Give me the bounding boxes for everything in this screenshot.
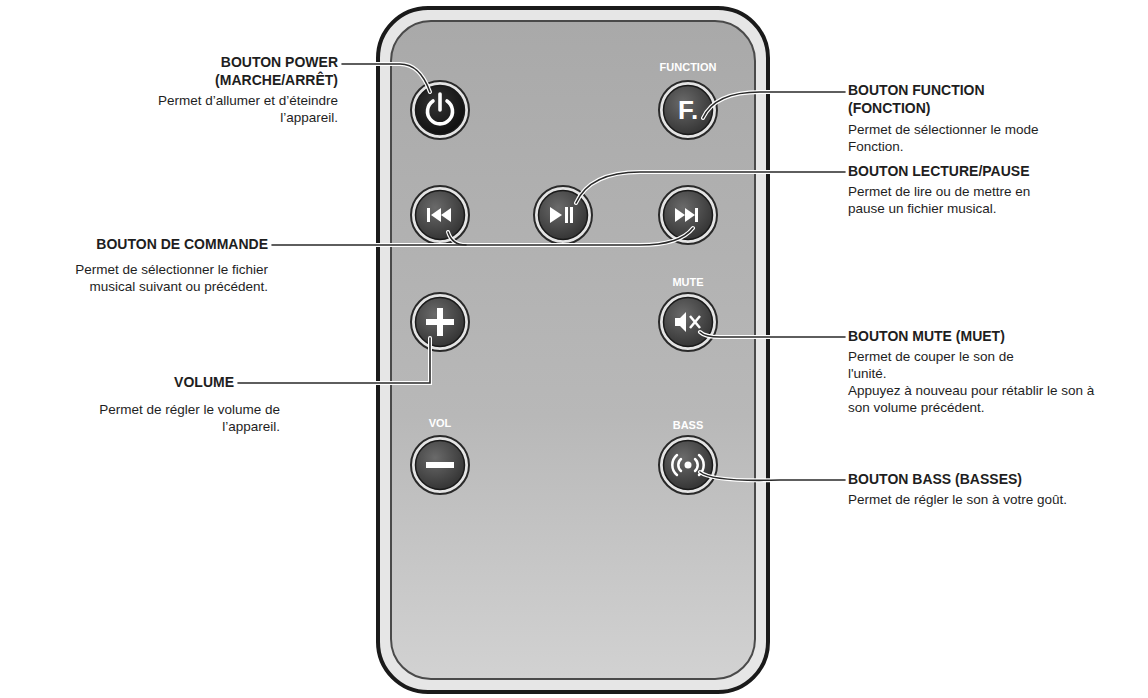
leader-line xyxy=(700,332,845,337)
leader-line xyxy=(238,338,430,383)
callout-heading: BOUTON LECTURE/PAUSE xyxy=(848,163,1068,181)
button-ring xyxy=(659,436,717,494)
button-cap xyxy=(416,191,465,240)
button-ring xyxy=(411,186,469,244)
remote-button xyxy=(411,436,469,494)
leader-line xyxy=(272,228,693,245)
button-label: FUNCTION xyxy=(638,62,738,73)
button-label: MUTE xyxy=(648,277,728,288)
buttons xyxy=(411,81,717,494)
minus-icon xyxy=(426,462,454,468)
button-ring xyxy=(534,186,592,244)
remote-face xyxy=(391,21,755,679)
button-cap xyxy=(416,86,465,135)
callout-text: Permet de régler le son à votre goût. xyxy=(848,492,1068,509)
callout-text: Permet de lire ou de mettre en pause un … xyxy=(848,184,1063,218)
callout-heading: BOUTON FUNCTION (FONCTION) xyxy=(848,82,1018,117)
button-ring xyxy=(411,436,469,494)
button-cap xyxy=(416,298,465,347)
leader-line xyxy=(703,92,845,118)
plus-icon xyxy=(426,308,454,336)
button-cap xyxy=(664,441,713,490)
previous-icon xyxy=(427,208,451,222)
remote-button xyxy=(411,186,469,244)
callout-text: Permet de couper le son de l'unité. xyxy=(848,349,1033,383)
button-label: VOL xyxy=(410,418,470,429)
leader-line xyxy=(448,232,466,245)
remote-button xyxy=(411,81,469,139)
remote-button xyxy=(659,293,717,351)
button-ring xyxy=(411,81,469,139)
callout-text: Permet de régler le volume de l’appareil… xyxy=(80,402,280,436)
power-icon xyxy=(438,94,442,110)
remote-button xyxy=(534,186,592,244)
callout-heading: BOUTON BASS (BASSES) xyxy=(848,471,1068,489)
next-icon xyxy=(675,208,698,222)
callout-heading: BOUTON DE COMMANDE xyxy=(68,236,268,254)
callout-heading: BOUTON MUTE (MUET) xyxy=(848,328,1068,346)
button-label: BASS xyxy=(648,420,728,431)
leader-line xyxy=(576,172,845,203)
button-cap xyxy=(416,441,465,490)
button-icons xyxy=(426,94,704,475)
callout-heading: VOLUME xyxy=(134,374,234,392)
leader-line xyxy=(342,64,430,92)
callout-text: Permet de sélectionner le fichier musica… xyxy=(53,262,268,296)
button-ring xyxy=(411,293,469,351)
mute-icon xyxy=(675,312,700,332)
callout-text: Appuyez à nouveau pour rétablir le son à… xyxy=(848,383,1108,417)
button-glyph: F. xyxy=(658,97,718,123)
remote-button xyxy=(659,436,717,494)
callout-text: Permet d’allumer et d’éteindre l’apparei… xyxy=(153,93,338,127)
button-cap xyxy=(664,298,713,347)
callout-text: Permet de sélectionner le mode Fonction. xyxy=(848,122,1058,156)
remote-button xyxy=(411,293,469,351)
play-pause-icon xyxy=(550,207,573,223)
leader-line xyxy=(700,472,845,480)
callout-heading: BOUTON POWER (MARCHE/ARRÊT) xyxy=(188,54,338,89)
button-ring xyxy=(659,293,717,351)
leader-lines xyxy=(238,64,845,480)
